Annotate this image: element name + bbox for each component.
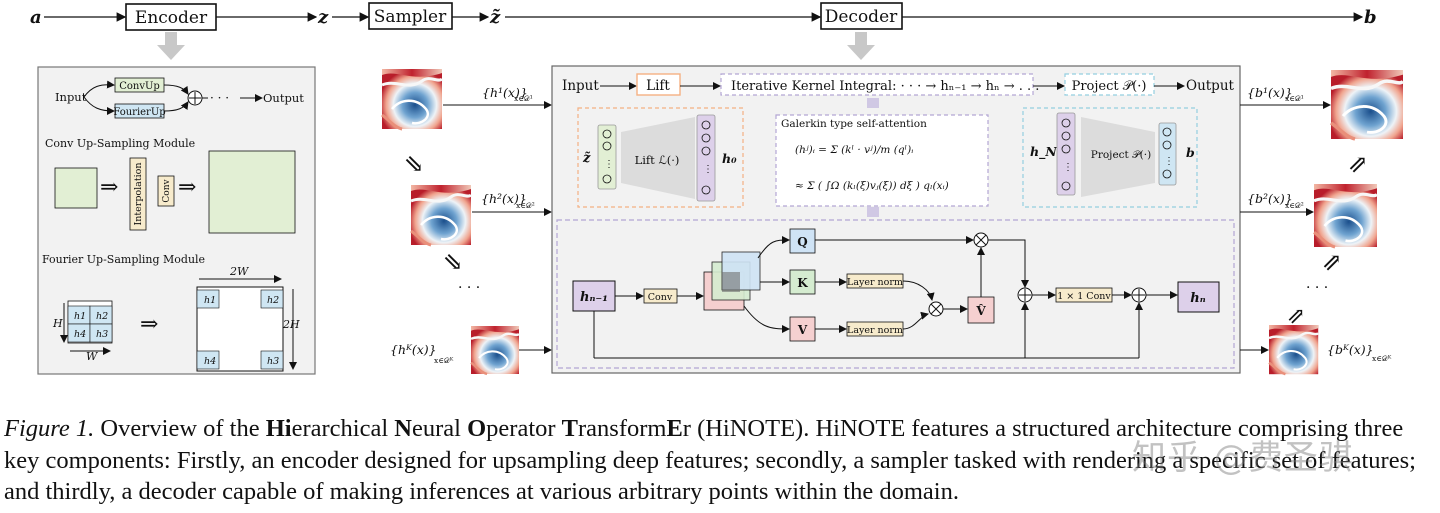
encoder-panel: Input ConvUp FourierUp · · · Output Conv… bbox=[37, 66, 316, 375]
svg-text:⋮: ⋮ bbox=[703, 164, 713, 175]
svg-text:Project 𝒫(·): Project 𝒫(·) bbox=[1072, 79, 1147, 94]
svg-text:{bᴷ(x)}: {bᴷ(x)} bbox=[1327, 342, 1374, 357]
svg-text:x∈𝒟ᴷ: x∈𝒟ᴷ bbox=[434, 356, 454, 365]
svg-text:Lift ℒ(·): Lift ℒ(·) bbox=[635, 153, 680, 167]
svg-text:⋮: ⋮ bbox=[1063, 162, 1073, 173]
output-column: {b¹(x)} x∈𝒟¹ ⇗ {b²(x)} x∈𝒟² ⇗ · · · ⇗ {b… bbox=[1240, 68, 1405, 376]
svg-text:Q: Q bbox=[797, 235, 807, 249]
enc-dots: · · · bbox=[210, 91, 229, 105]
svg-text:{h¹(x)}: {h¹(x)} bbox=[482, 85, 528, 100]
svg-text:Input: Input bbox=[562, 78, 599, 94]
svg-text:H: H bbox=[52, 317, 63, 330]
svg-text:x∈𝒟²: x∈𝒟² bbox=[516, 201, 535, 210]
svg-text:⋮: ⋮ bbox=[604, 159, 614, 170]
fourierup-label: FourierUp bbox=[113, 107, 165, 118]
svg-text:⇒: ⇒ bbox=[140, 312, 158, 337]
input-var-a: a bbox=[30, 7, 42, 28]
svg-text:K: K bbox=[797, 276, 808, 290]
interpolation-label: Interpolation bbox=[133, 162, 144, 225]
latent-z: z bbox=[317, 7, 329, 28]
svg-text:h1: h1 bbox=[204, 295, 216, 306]
svg-text:V̂: V̂ bbox=[975, 303, 986, 318]
svg-text:Layer norm: Layer norm bbox=[847, 325, 903, 336]
svg-text:V: V bbox=[797, 323, 808, 337]
svg-text:⋮: ⋮ bbox=[1164, 156, 1174, 167]
svg-text:Project 𝒫(·): Project 𝒫(·) bbox=[1091, 149, 1151, 161]
svg-text:h3: h3 bbox=[267, 356, 279, 367]
svg-text:h1: h1 bbox=[74, 311, 86, 322]
svg-text:(hʲ)ᵢ = Σ (kˡ · vʲ)/m (qˡ)ᵢ: (hʲ)ᵢ = Σ (kˡ · vʲ)/m (qˡ)ᵢ bbox=[795, 144, 913, 156]
svg-text:h2: h2 bbox=[96, 311, 108, 322]
convup-label: ConvUp bbox=[119, 81, 160, 92]
svg-text:⇘: ⇘ bbox=[404, 150, 424, 178]
svg-text:Galerkin type self-attention: Galerkin type self-attention bbox=[781, 118, 927, 130]
svg-text:⇒: ⇒ bbox=[178, 175, 196, 200]
svg-text:h4: h4 bbox=[204, 356, 216, 367]
svg-text:Lift: Lift bbox=[646, 78, 670, 94]
svg-text:1 × 1 Conv: 1 × 1 Conv bbox=[1057, 291, 1111, 302]
caption-lead: Figure 1. bbox=[4, 415, 95, 442]
svg-text:Layer norm: Layer norm bbox=[847, 277, 903, 288]
svg-text:h_N: h_N bbox=[1030, 144, 1057, 160]
svg-text:hₙ₋₁: hₙ₋₁ bbox=[580, 290, 608, 305]
sampler-box bbox=[368, 2, 453, 30]
svg-text:Iterative Kernel Integral: · ·: Iterative Kernel Integral: · · · → hₙ₋₁ … bbox=[731, 79, 1039, 94]
svg-text:≈ Σ ( ∫Ω (kₗ(ξ)vⱼ(ξ)) dξ ) qₗ(: ≈ Σ ( ∫Ω (kₗ(ξ)vⱼ(ξ)) dξ ) qₗ(xᵢ) bbox=[795, 180, 949, 192]
svg-text:x∈𝒟ᴷ: x∈𝒟ᴷ bbox=[1372, 354, 1392, 363]
conv-module-title: Conv Up-Sampling Module bbox=[45, 137, 195, 150]
svg-text:{hᴷ(x)}: {hᴷ(x)} bbox=[390, 342, 437, 357]
svg-text:h3: h3 bbox=[96, 329, 108, 340]
svg-text:⇗: ⇗ bbox=[1348, 150, 1368, 178]
enc-output: Output bbox=[263, 91, 304, 105]
svg-text:⇘: ⇘ bbox=[443, 248, 463, 276]
svg-text:x∈𝒟²: x∈𝒟² bbox=[1285, 201, 1304, 210]
svg-text:x∈𝒟¹: x∈𝒟¹ bbox=[1285, 94, 1304, 103]
svg-text:x∈𝒟¹: x∈𝒟¹ bbox=[514, 94, 533, 103]
svg-text:⇗: ⇗ bbox=[1287, 304, 1305, 329]
svg-text:Conv: Conv bbox=[648, 292, 673, 303]
decoder-panel: Input Lift Iterative Kernel Integral: · … bbox=[551, 65, 1241, 374]
svg-text:⇗: ⇗ bbox=[1322, 248, 1342, 276]
svg-text:b: b bbox=[1186, 145, 1195, 160]
svg-text:h2: h2 bbox=[267, 295, 279, 306]
svg-text:2W: 2W bbox=[229, 265, 250, 278]
figure-caption: Figure 1. Overview of the Hierarchical N… bbox=[4, 415, 1416, 505]
svg-text:h4: h4 bbox=[74, 329, 86, 340]
svg-text:W: W bbox=[86, 350, 99, 363]
svg-text:· · ·: · · · bbox=[1306, 280, 1328, 296]
svg-text:z̃: z̃ bbox=[582, 151, 591, 166]
decoder-label: Decoder bbox=[825, 7, 898, 27]
sampler-column: ⇘ ⇘ · · · {h¹(x)} x∈𝒟¹ {h²(x)} x∈𝒟² {hᴷ(… bbox=[380, 67, 552, 376]
pipeline: a Encoder z Sampler z̃ Decoder b bbox=[30, 2, 1377, 60]
svg-text:{b¹(x)}: {b¹(x)} bbox=[1247, 85, 1293, 100]
svg-text:2H: 2H bbox=[282, 318, 300, 331]
svg-text:hₙ: hₙ bbox=[1190, 291, 1205, 306]
output-var-b: b bbox=[1364, 7, 1377, 28]
sampled-z: z̃ bbox=[489, 7, 501, 28]
sampler-label: Sampler bbox=[374, 7, 447, 27]
svg-text:h₀: h₀ bbox=[722, 151, 737, 166]
svg-text:Output: Output bbox=[1186, 78, 1235, 94]
encoder-label: Encoder bbox=[135, 8, 208, 28]
svg-text:⇒: ⇒ bbox=[100, 175, 118, 200]
enc-input: Input bbox=[55, 90, 87, 104]
svg-text:{h²(x)}: {h²(x)} bbox=[481, 191, 527, 206]
decoder-box bbox=[820, 2, 903, 30]
fourier-module-title: Fourier Up-Sampling Module bbox=[42, 253, 205, 266]
enc-conv-label: Conv bbox=[162, 178, 172, 202]
watermark: 知乎 @费圣骐 bbox=[1132, 438, 1354, 478]
svg-text:· · ·: · · · bbox=[458, 280, 480, 296]
architecture-figure: a Encoder z Sampler z̃ Decoder b Input C… bbox=[30, 2, 1405, 376]
svg-text:{b²(x)}: {b²(x)} bbox=[1247, 191, 1293, 206]
